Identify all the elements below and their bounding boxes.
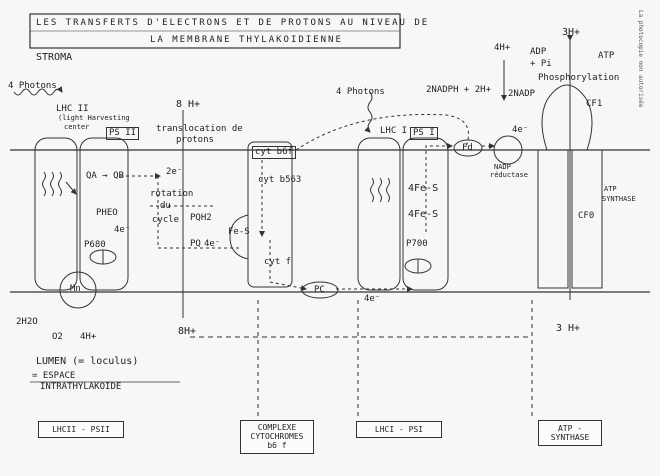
lumen-label: LUMEN (= loculus)	[36, 356, 139, 367]
pheo-label: PHEO	[96, 208, 118, 218]
fes-1: 4Fe-S	[408, 183, 439, 194]
fes-cyt-label: Fe-S	[228, 227, 250, 237]
pqh2-label: PQH2	[190, 213, 212, 223]
e4-p680: 4e⁻	[114, 225, 131, 235]
lhc2-block	[34, 137, 78, 291]
atp-synthase-label-1: ATP	[604, 185, 617, 193]
rotation-3: cycle	[152, 215, 180, 225]
cf0-left	[537, 149, 569, 289]
lhc2-ps2-box: LHCII - PSII	[38, 421, 124, 439]
mn-cluster	[59, 271, 97, 309]
lhc1-block	[357, 137, 401, 291]
cytb6f-block	[247, 141, 293, 288]
mn-label: Mn	[70, 284, 81, 294]
lhc1-ps1-box: LHCI - PSI	[356, 421, 442, 439]
lhc2-sub1: (light Harvesting	[58, 114, 130, 122]
e4-fd-label: 4e⁻	[512, 125, 529, 135]
h3-bottom: 3 H+	[556, 323, 581, 334]
ps2-tag: PS II	[106, 127, 140, 140]
pi-label: + Pi	[530, 59, 552, 69]
nadp-reductase	[493, 135, 523, 165]
h4-top: 4H+	[494, 43, 511, 53]
e4-pc-label: 4e⁻	[364, 294, 381, 304]
pq-label: PQ	[190, 239, 201, 249]
h3-top: 3H+	[562, 27, 581, 38]
rotation-2: du	[160, 201, 171, 211]
rotation-1: rotation	[150, 189, 194, 199]
copyright-notice: La photocopie non autorisée	[637, 10, 644, 108]
stroma-label: STROMA	[36, 52, 73, 63]
lhc2-sub2: center	[64, 123, 90, 131]
fd-ellipse	[453, 139, 483, 157]
espace-label: = ESPACE	[32, 371, 76, 381]
ps1-block	[402, 137, 449, 291]
cf0-label: CF0	[578, 211, 595, 221]
p680-label: P680	[84, 240, 106, 250]
photon-arrow-right	[364, 91, 373, 133]
fd-label: Fd	[462, 143, 473, 153]
h2o-label: 2H2O	[16, 317, 38, 327]
fes-2: 4Fe-S	[408, 209, 439, 220]
transloc-line2: protons	[176, 135, 214, 145]
pc-ellipse	[301, 281, 339, 299]
atp-top-label: ATP	[598, 51, 615, 61]
cytb6f-box: COMPLEXE CYTOCHROMES b6 f	[240, 420, 314, 454]
qa-qb-label: QA → QB	[86, 171, 124, 181]
ps2-block	[79, 137, 129, 291]
phosphorylation-label: Phosphorylation	[538, 73, 620, 83]
p700-label: P700	[406, 239, 428, 249]
ps1-tag: PS I	[410, 127, 438, 140]
h8-bottom: 8H+	[178, 326, 197, 337]
cf1-label: CF1	[586, 99, 603, 109]
lhc1-tag: LHC I	[380, 126, 408, 136]
pc-label: PC	[314, 285, 325, 295]
cf1-head	[541, 84, 593, 151]
transloc-line1: translocation de	[156, 124, 243, 134]
cytb6f-lobe	[229, 214, 249, 260]
title-line-2: LA MEMBRANE THYLAKOIDIENNE	[150, 35, 343, 45]
e2-top: 2e⁻	[166, 167, 183, 177]
lhc2-title: LHC II	[56, 104, 89, 114]
intrathylakoide-label: INTRATHYLAKOIDE	[40, 382, 122, 392]
nadp-reductase-2: réductase	[490, 171, 528, 179]
e4-fes-label: 4e⁻	[204, 239, 221, 249]
nadp-label: 2NADP	[508, 89, 536, 99]
photons-right: 4 Photons	[336, 87, 385, 97]
o2-label: O2	[52, 332, 63, 342]
h8-top: 8 H+	[176, 99, 201, 110]
title-line-1: LES TRANSFERTS D'ELECTRONS ET DE PROTONS…	[36, 18, 430, 28]
nadp-reductase-1: NADP	[494, 163, 511, 171]
cytb563-label: cyt b563	[258, 175, 302, 185]
atp-synthase-box: ATP - SYNTHASE	[538, 420, 602, 447]
atp-synthase-label-2: SYNTHASE	[602, 195, 636, 203]
nadph-label: 2NADPH + 2H+	[426, 85, 492, 95]
cytb6f-tag: cyt b6f	[252, 146, 296, 159]
photons-left: 4 Photons	[8, 81, 57, 91]
h4-bottom: 4H+	[80, 332, 97, 342]
photon-arrow-left	[13, 86, 63, 96]
adp-label: ADP	[530, 47, 547, 57]
cytf-label: cyt f	[264, 257, 292, 267]
